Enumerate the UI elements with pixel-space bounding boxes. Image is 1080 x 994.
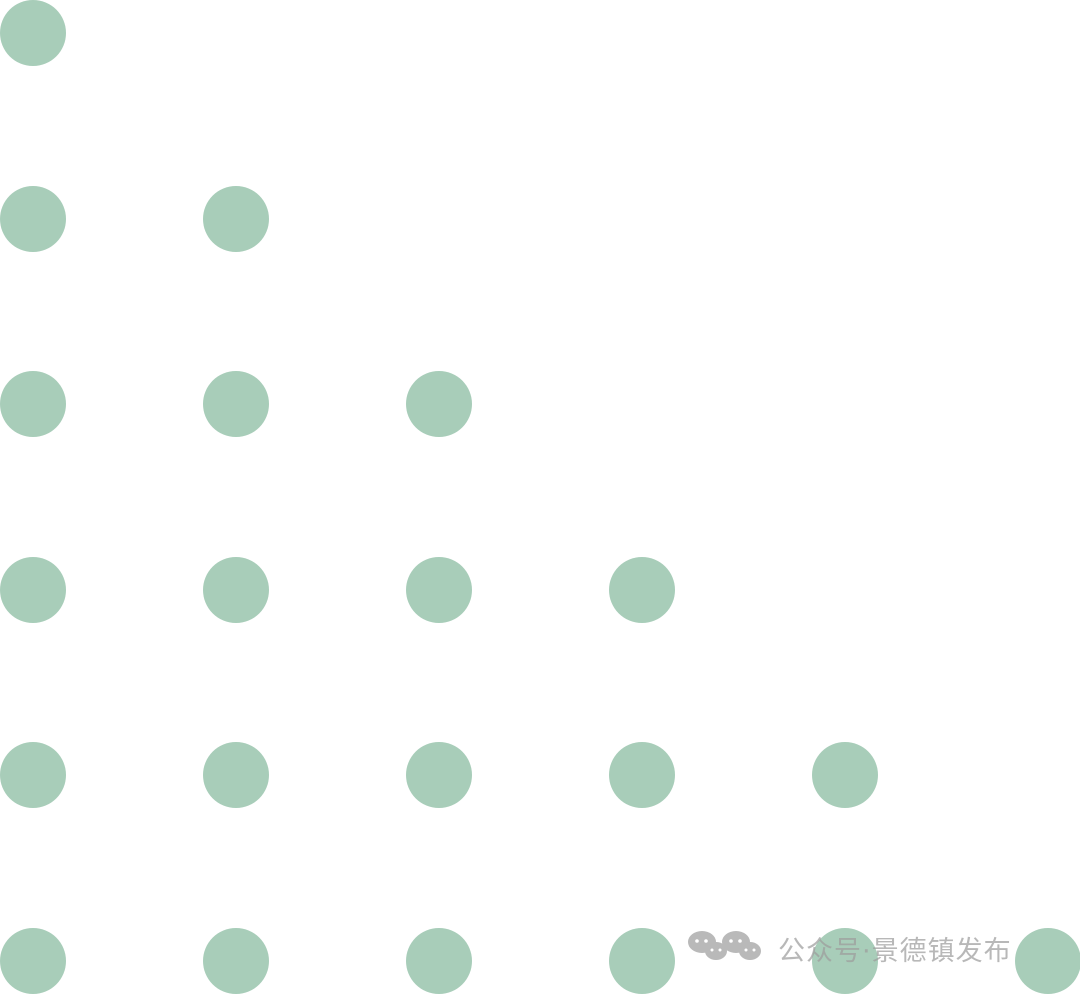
pattern-dot <box>203 742 269 808</box>
pattern-dot <box>609 927 675 994</box>
pattern-dot <box>203 556 269 623</box>
pattern-dot <box>812 742 878 808</box>
pattern-dot <box>609 742 675 808</box>
pattern-dot <box>0 556 66 623</box>
pattern-dot <box>609 556 675 623</box>
pattern-dot <box>0 927 66 994</box>
pattern-dot <box>406 371 472 437</box>
pattern-dot <box>406 556 472 623</box>
pattern-dot <box>406 927 472 994</box>
pattern-dot <box>203 927 269 994</box>
wechat-watermark: 公众号·景德镇发布 <box>686 928 1012 968</box>
pattern-dot <box>0 185 66 252</box>
pattern-dot <box>203 185 269 252</box>
pattern-dot <box>203 371 269 437</box>
pattern-dot <box>0 742 66 808</box>
pattern-dot <box>812 927 878 994</box>
pattern-dot <box>406 742 472 808</box>
pattern-dot <box>0 0 66 66</box>
pattern-dot <box>0 371 66 437</box>
wechat-icon <box>688 931 761 960</box>
watermark-text: 公众号·景德镇发布 <box>778 935 1012 967</box>
pattern-dot <box>1015 927 1080 994</box>
